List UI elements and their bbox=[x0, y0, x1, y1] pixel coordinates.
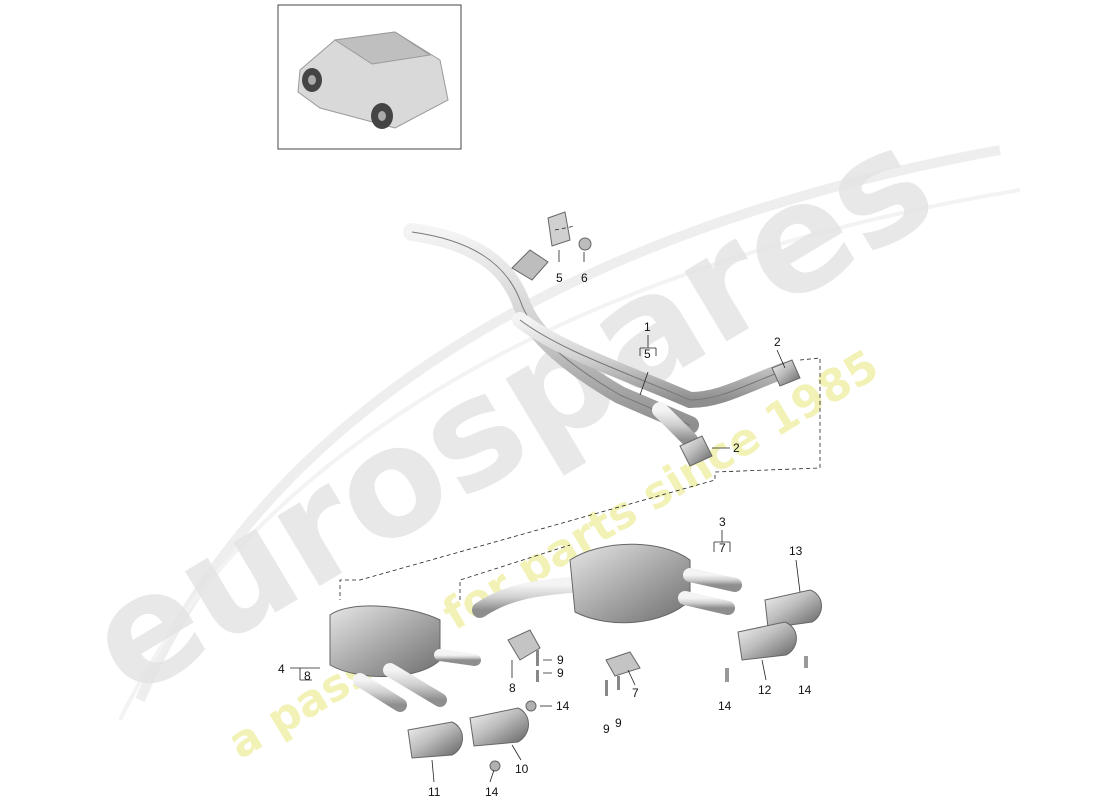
callout-14-c: 14 bbox=[718, 699, 732, 713]
callout-9-d: 9 bbox=[615, 716, 622, 730]
callout-1: 1 bbox=[644, 320, 651, 334]
callout-5-bracket: 5 bbox=[644, 347, 651, 361]
nut-6 bbox=[578, 237, 592, 251]
callout-3: 3 bbox=[719, 515, 726, 529]
callout-7-bracket: 7 bbox=[719, 541, 726, 555]
callout-2-lower: 2 bbox=[733, 441, 740, 455]
callout-9-c: 9 bbox=[603, 722, 610, 736]
callout-9-b: 9 bbox=[557, 666, 564, 680]
callout-11: 11 bbox=[428, 785, 441, 799]
callout-13: 13 bbox=[789, 544, 803, 558]
rear-silencer-right bbox=[472, 543, 742, 624]
bolts-9 bbox=[536, 650, 620, 696]
tailpipe-tip-11 bbox=[407, 721, 463, 759]
callout-9-a: 9 bbox=[557, 653, 564, 667]
callout-12: 12 bbox=[758, 683, 772, 697]
callout-14-a: 14 bbox=[556, 699, 570, 713]
callout-14-b: 14 bbox=[798, 683, 812, 697]
clamp-upper bbox=[771, 359, 801, 387]
leader-lines bbox=[290, 250, 801, 783]
callout-7: 7 bbox=[632, 686, 639, 700]
tailpipe-tip-13 bbox=[764, 589, 822, 629]
tailpipe-tip-10 bbox=[469, 707, 529, 747]
clamp-lower bbox=[679, 435, 713, 467]
nut-14 bbox=[489, 656, 808, 772]
callout-4: 4 bbox=[278, 662, 285, 676]
callout-10: 10 bbox=[515, 762, 529, 776]
callout-8: 8 bbox=[509, 681, 516, 695]
tailpipe-tip-12 bbox=[737, 621, 797, 661]
callout-14-d: 14 bbox=[485, 785, 499, 799]
car-thumbnail bbox=[277, 4, 462, 150]
mount-bracket-8 bbox=[507, 629, 541, 661]
assembly-outline bbox=[339, 225, 821, 600]
car-thumbnail-icon bbox=[297, 31, 449, 129]
mount-bracket-7 bbox=[605, 651, 641, 677]
callout-5-hanger: 5 bbox=[556, 271, 563, 285]
hanger-bracket bbox=[547, 211, 571, 247]
front-y-pipe bbox=[403, 223, 793, 448]
callout-6: 6 bbox=[581, 271, 588, 285]
callout-labels: 1 5 2 2 5 6 3 7 13 4 8 9 9 8 7 9 9 14 12… bbox=[278, 271, 812, 799]
callout-8-bracket: 8 bbox=[304, 669, 311, 683]
callout-2-upper: 2 bbox=[774, 335, 781, 349]
rear-silencer-left bbox=[329, 605, 481, 712]
watermark: eurospares a passion for parts since 198… bbox=[59, 93, 1021, 769]
